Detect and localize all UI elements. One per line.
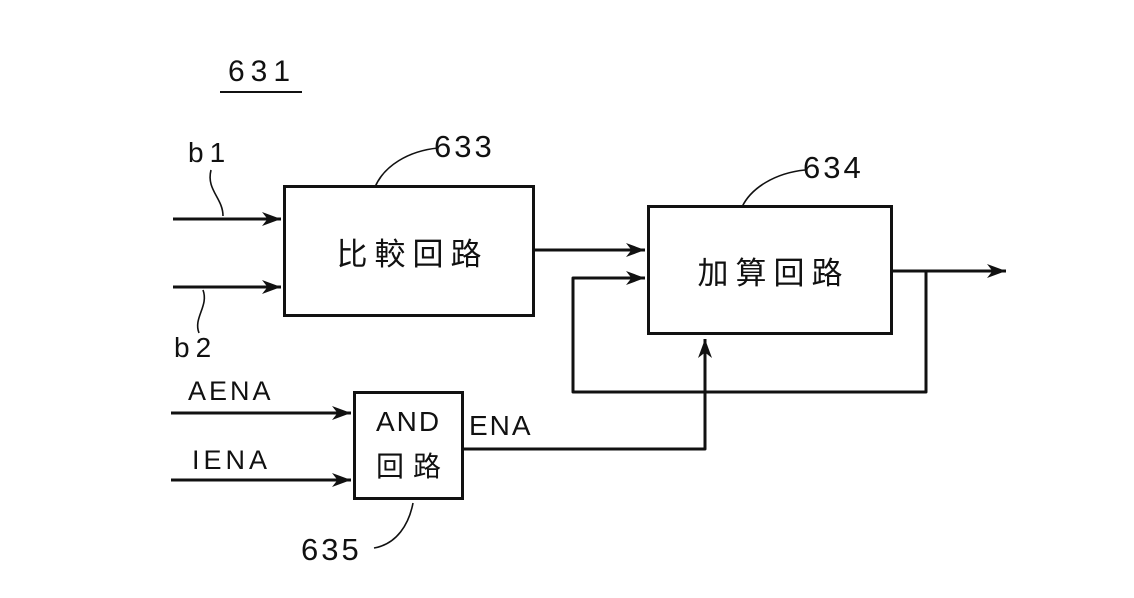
block-and-circuit: AND 回路 [353, 391, 464, 500]
figure-reference-number: 631 [220, 57, 303, 93]
leader-633 [374, 147, 439, 188]
signal-label-aena: AENA [188, 376, 274, 406]
reference-number-634: 634 [803, 150, 864, 185]
signal-label-b2: b2 [174, 332, 218, 363]
leader-b2 [196, 289, 206, 334]
signal-label-b1: b1 [188, 137, 232, 168]
comparison-circuit-label: 比較回路 [336, 236, 489, 272]
and-circuit-label-line2: 回路 [375, 451, 450, 482]
and-circuit-label-line1: AND [375, 406, 442, 437]
feedback-line [571, 271, 928, 394]
ena-line [463, 339, 712, 451]
block-adder-circuit: 加算回路 [647, 205, 893, 335]
signal-label-ena: ENA [469, 410, 533, 441]
leader-634 [741, 169, 806, 208]
leader-635 [373, 502, 414, 549]
block-comparison-circuit: 比較回路 [283, 185, 535, 317]
signal-label-iena: IENA [192, 445, 272, 475]
leader-b1 [209, 169, 224, 217]
reference-number-633: 633 [434, 129, 495, 164]
reference-number-635: 635 [301, 532, 362, 567]
adder-circuit-label: 加算回路 [697, 255, 850, 291]
